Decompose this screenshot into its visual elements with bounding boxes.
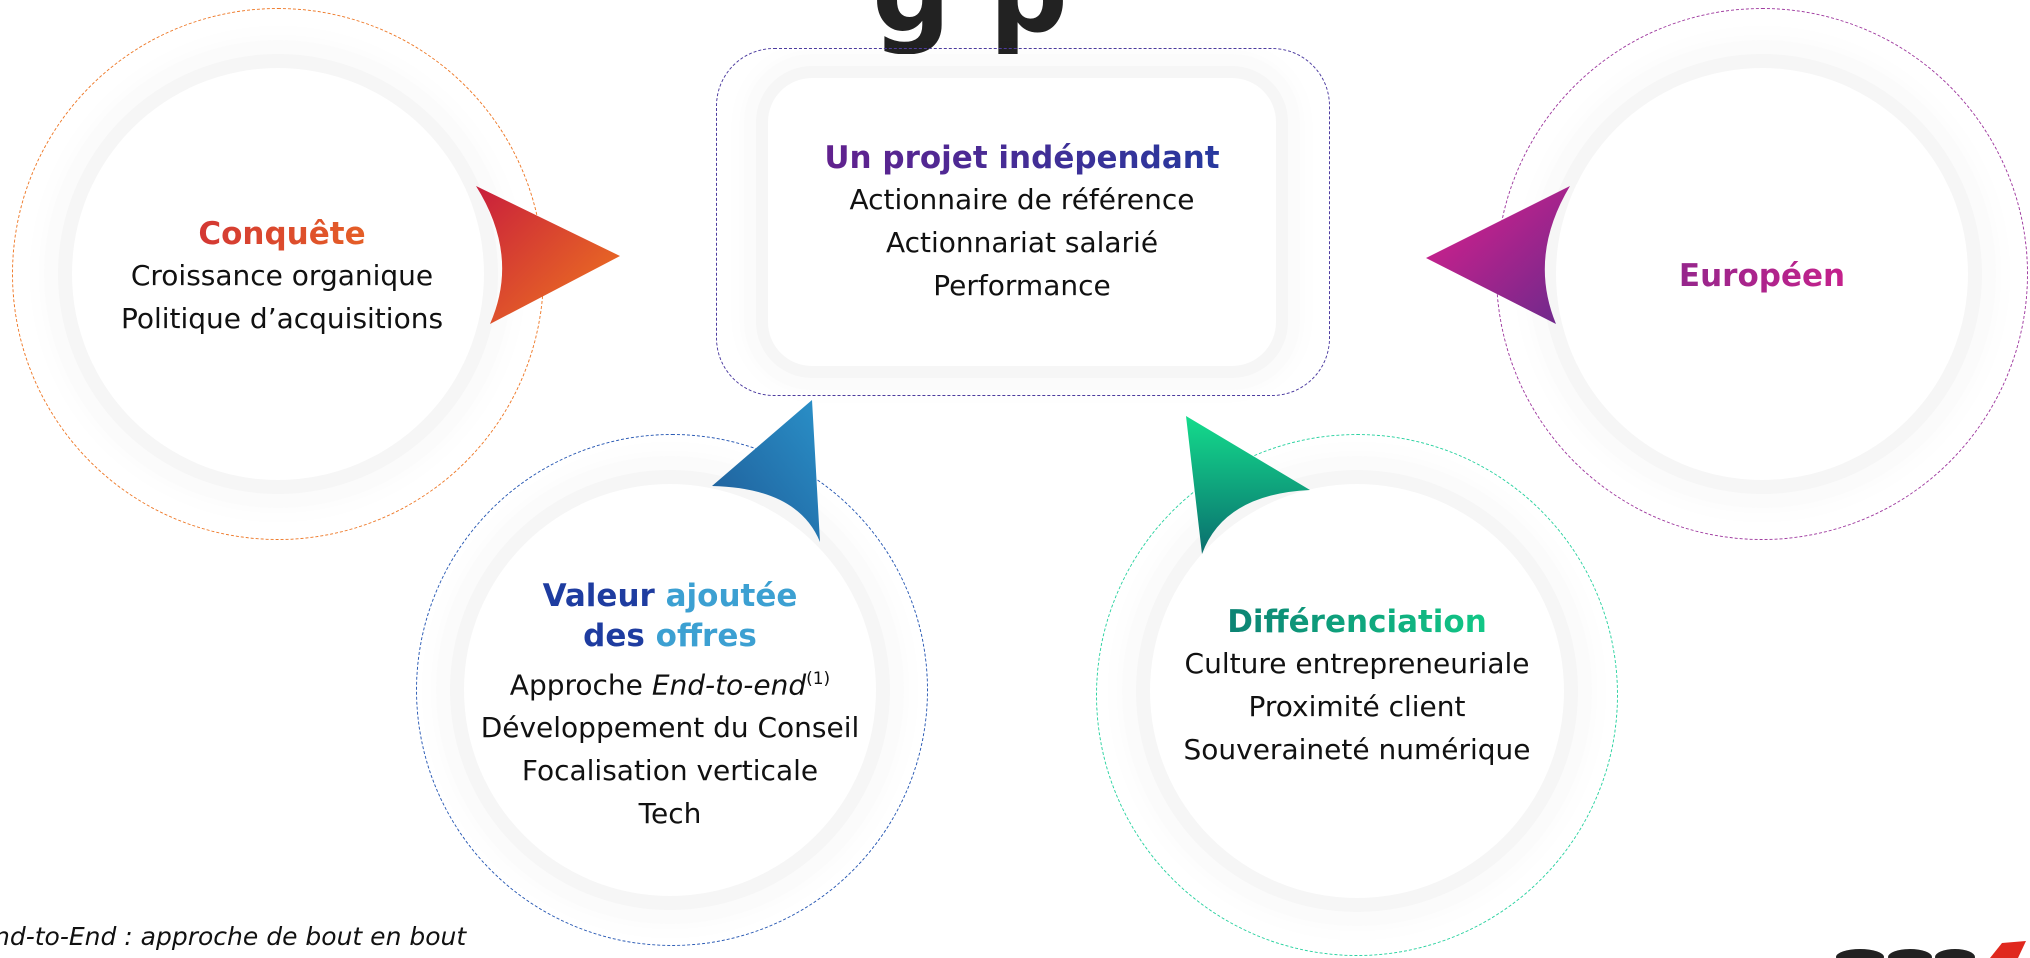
valeur-title-word-4: offres (655, 618, 757, 654)
projet-text: Un projet indépendant Actionnaire de réf… (768, 138, 1276, 307)
europeen-circle (1556, 68, 1968, 480)
valeur-title-line-1: Valeur ajoutée (450, 576, 890, 616)
slide-heading: g p (760, 0, 1180, 48)
footnote: nd-to-End : approche de bout en bout (0, 922, 467, 951)
conquete-text: Conquête Croissance organique Politique … (92, 214, 472, 340)
conquete-line-1: Croissance organique (130, 259, 434, 292)
projet-title: Un projet indépendant (768, 138, 1276, 178)
differenciation-title: Différenciation (1150, 602, 1564, 642)
arrow-left-icon (1426, 186, 1570, 324)
differenciation-dashed-ring (1096, 434, 1618, 956)
conquete-line-2: Politique d’acquisitions (120, 302, 444, 335)
arrow-right-icon (476, 186, 620, 324)
valeur-title-word-1: Valeur (542, 578, 655, 614)
valeur-line-4: Tech (638, 797, 702, 831)
projet-line-2: Actionnariat salarié (885, 226, 1159, 259)
europeen-title: Européen (1582, 256, 1942, 296)
projet-line-1: Actionnaire de référence (849, 183, 1195, 216)
projet-box (768, 78, 1276, 366)
projet-line-3: Performance (933, 269, 1111, 302)
differenciation-line-2: Proximité client (1248, 690, 1466, 723)
differenciation-line-3: Souveraineté numérique (1183, 733, 1531, 766)
company-logo-icon (1836, 941, 2026, 958)
europeen-text: Européen (1582, 256, 1942, 296)
valeur-approche-prefix: Approche (509, 668, 643, 702)
valeur-line-2: Développement du Conseil (480, 711, 860, 745)
arrow-up-icon (712, 400, 820, 542)
conquete-title: Conquête (92, 214, 472, 254)
valeur-circle (464, 484, 876, 896)
valeur-text: Valeur ajoutée des offres Approche End-t… (450, 576, 890, 835)
arrow-up-icon (1186, 416, 1310, 554)
valeur-approche-italic: End-to-end (651, 668, 807, 702)
conquete-circle (72, 68, 484, 480)
valeur-title-word-3: des (583, 618, 645, 654)
valeur-title-word-2: ajoutée (665, 578, 798, 614)
projet-dashed-box (716, 48, 1330, 396)
valeur-title-line-2: des offres (450, 616, 890, 656)
differenciation-line-1: Culture entrepreneuriale (1184, 647, 1530, 680)
valeur-dashed-ring (416, 434, 928, 946)
footnote-marker: (1) (806, 669, 831, 689)
differenciation-text: Différenciation Culture entrepreneuriale… (1150, 602, 1564, 771)
differenciation-circle (1150, 484, 1564, 898)
valeur-approche-line: Approche End-to-end(1) (450, 658, 890, 706)
valeur-line-3: Focalisation verticale (521, 754, 819, 788)
